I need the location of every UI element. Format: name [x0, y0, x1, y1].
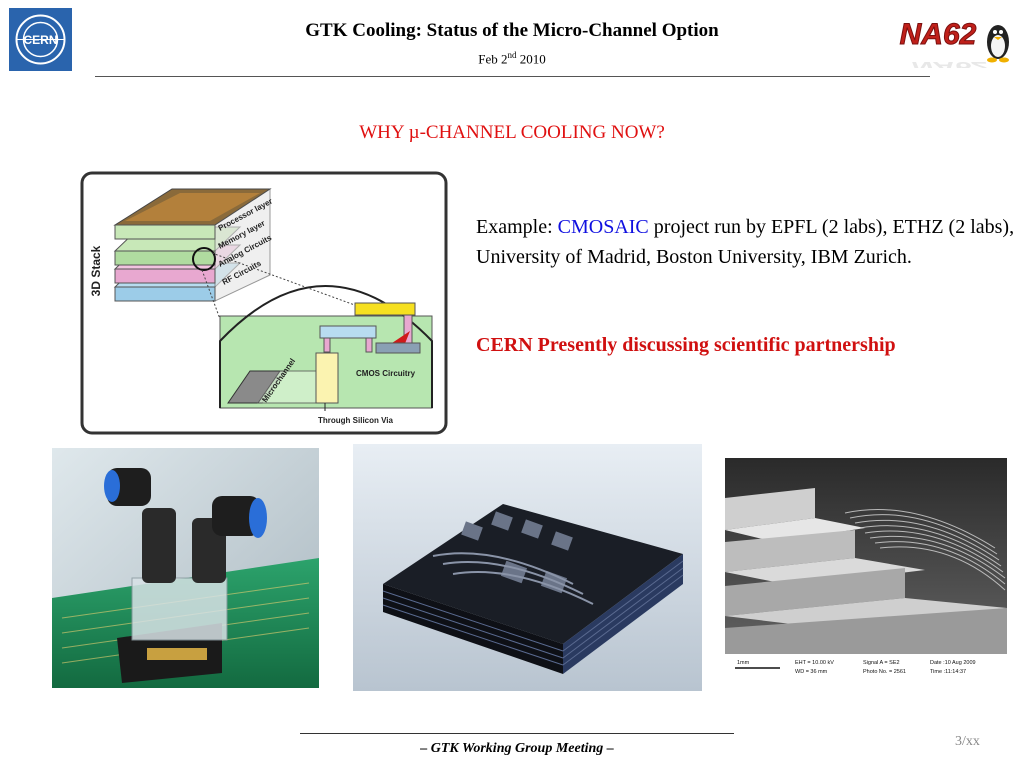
partnership-statement: CERN Presently discussing scientific par…	[476, 334, 896, 356]
na62-logo-text: NA62	[900, 18, 977, 51]
sem-signal: Signal A = SE2	[863, 660, 900, 666]
magnifier-circle	[192, 247, 216, 271]
sem-scale: 1mm	[737, 660, 750, 666]
page-number: 3/xx	[955, 734, 980, 749]
3d-stack-diagram: 3D Stack Processor layer Memory layer An…	[80, 171, 448, 435]
example-rest: project run by EPFL (2 labs), ETHZ (2 la…	[476, 216, 1015, 268]
sem-date: Date :10 Aug 2009	[930, 660, 976, 666]
date-year: 2010	[516, 51, 546, 67]
sem-wd: WD = 36 mm	[795, 669, 828, 675]
penguin-icon	[987, 25, 1009, 63]
stack-label: 3D Stack	[89, 245, 103, 296]
header-divider	[95, 76, 930, 77]
cern-logo-text: CERN	[23, 33, 57, 47]
footer-divider	[300, 733, 734, 734]
svg-text:NA62: NA62	[912, 58, 989, 68]
detail-view: Microchannel CMOS Circuitry Through Sili…	[219, 285, 433, 425]
sem-photo-no: Photo No. = 2561	[863, 669, 906, 675]
section-title: WHY µ-CHANNEL COOLING NOW?	[359, 122, 665, 143]
sem-image: 1mm EHT = 10.00 kV WD = 36 mm Signal A =…	[725, 458, 1007, 681]
footer-text: – GTK Working Group Meeting –	[420, 741, 614, 756]
date-prefix: Feb 2	[478, 51, 508, 67]
na62-logo: NA62 NA62	[880, 12, 1020, 75]
example-paragraph: Example: CMOSAIC project run by EPFL (2 …	[476, 212, 1021, 272]
cooling-chip-photo	[52, 448, 319, 688]
cern-logo: CERN	[9, 8, 72, 71]
page-title: GTK Cooling: Status of the Micro-Channel…	[305, 20, 719, 41]
cmos-label: CMOS Circuitry	[356, 369, 416, 378]
sem-eht: EHT = 10.00 kV	[795, 660, 834, 666]
date-suffix: nd	[507, 50, 517, 60]
project-name: CMOSAIC	[557, 216, 649, 238]
example-prefix: Example:	[476, 216, 558, 238]
sem-time: Time :11:14:37	[930, 669, 966, 675]
tsv-label: Through Silicon Via	[318, 416, 394, 425]
page-date: Feb 2nd 2010	[0, 50, 1024, 67]
processor-layer	[113, 188, 272, 240]
stacked-chips-photo	[353, 444, 702, 691]
